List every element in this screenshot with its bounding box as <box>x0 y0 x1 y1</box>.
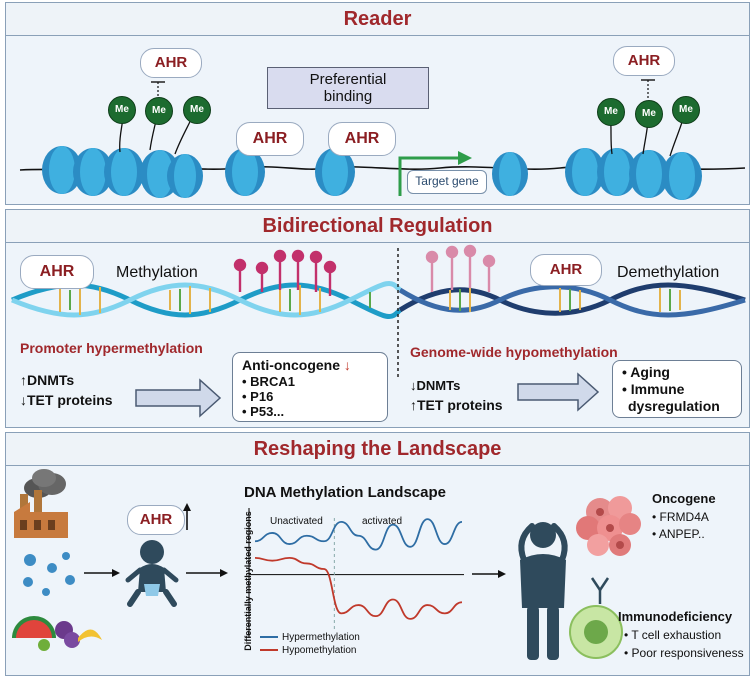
genome-wide-hypomethylation-label: Genome-wide hypomethylation <box>410 344 618 360</box>
me-bead: Me <box>145 97 173 125</box>
target-gene-arrow <box>398 156 460 196</box>
anti-oncogene-label: Anti-oncogene <box>242 357 340 373</box>
oncogene-item: • FRMD4A <box>652 510 709 524</box>
oncogene-item: • ANPEP.. <box>652 527 705 541</box>
dna-helix-left <box>11 281 402 319</box>
outcomes-box <box>612 360 742 418</box>
methyl-pins-right <box>425 244 496 292</box>
dna-helix-right <box>398 282 746 318</box>
down-arrow-icon: ↓ <box>343 357 351 373</box>
baby-icon <box>125 540 179 607</box>
me-bead: Me <box>183 96 211 124</box>
anti-oncogene-box <box>232 352 388 422</box>
block-arrow-left <box>135 378 222 418</box>
left-tet-down: ↓TET proteins <box>20 392 113 408</box>
right-tet-up: ↑TET proteins <box>410 397 503 413</box>
series-line-hypermethylation <box>254 518 463 551</box>
bidirectional-title: Bidirectional Regulation <box>6 210 749 243</box>
series-line-hypomethylation <box>254 557 463 620</box>
me-bead: Me <box>672 96 700 124</box>
anti-oncogene-title: Anti-oncogene ↓ <box>242 357 351 373</box>
demethylation-label: Demethylation <box>617 264 720 281</box>
nucleosome-middle <box>225 148 528 196</box>
legend-item: Hypomethylation <box>260 645 356 656</box>
ahr-label: AHR <box>530 254 602 286</box>
reader-title: Reader <box>6 3 749 36</box>
me-label: Me <box>190 104 204 115</box>
factory-icon <box>14 469 68 538</box>
ahr-label: AHR <box>236 122 304 156</box>
legend-hyper-label: Hypermethylation <box>282 632 360 643</box>
left-dnmts-up: ↑DNMTs <box>20 372 75 388</box>
ahr-label: AHR <box>328 122 396 156</box>
outcome-item: • Immune <box>622 381 685 397</box>
methyl-pins-left <box>233 249 337 296</box>
me-label: Me <box>679 104 693 115</box>
ahr-label: AHR <box>127 505 185 535</box>
worried-person-icon <box>518 522 568 660</box>
nucleosome-cluster-right <box>565 148 702 200</box>
target-gene-label: Target gene <box>415 174 479 188</box>
virus-icon <box>23 552 75 596</box>
me-bead: Me <box>597 98 625 126</box>
right-dnmts-down: ↓DNMTs <box>410 378 461 393</box>
t-cell-icon <box>569 605 623 659</box>
outcome-item: • Aging <box>622 364 670 380</box>
me-bead: Me <box>108 96 136 124</box>
me-label: Me <box>642 108 656 119</box>
me-bead: Me <box>635 100 663 128</box>
gene-item: • P53... <box>242 404 285 419</box>
y-axis-label: Differentially methylated regions <box>242 511 253 651</box>
outcome-item: dysregulation <box>628 398 720 414</box>
me-label: Me <box>604 106 618 117</box>
chart-title: DNA Methylation Landscape <box>244 484 446 501</box>
gene-item: • BRCA1 <box>242 374 295 389</box>
preferential-binding-text: Preferential binding <box>309 71 387 105</box>
ahr-label: AHR <box>613 46 675 76</box>
immunodeficiency-title: Immunodeficiency <box>618 609 733 624</box>
block-arrow-right <box>517 372 600 412</box>
legend-item: Hypermethylation <box>260 632 360 643</box>
oncogene-title: Oncogene <box>652 491 716 506</box>
gene-item: • P16 <box>242 389 274 404</box>
landscape-title: Reshaping the Landscape <box>6 433 749 466</box>
region-label: activated <box>362 516 403 527</box>
immunodeficiency-item: • T cell exhaustion <box>624 628 722 642</box>
promoter-hypermethylation-label: Promoter hypermethylation <box>20 340 203 356</box>
fruits-icon <box>12 616 102 651</box>
preferential-binding-box: Preferential binding <box>267 67 429 109</box>
legend-hypo-label: Hypomethylation <box>282 645 357 656</box>
nucleosome-cluster-left <box>42 146 203 198</box>
target-gene-box: Target gene <box>407 170 487 194</box>
antibody-icon <box>590 577 610 604</box>
immunodeficiency-item: • Poor responsiveness <box>624 646 744 660</box>
ahr-label: AHR <box>140 48 202 78</box>
me-label: Me <box>115 104 129 115</box>
ahr-label: AHR <box>20 255 94 289</box>
methylation-label: Methylation <box>116 264 198 281</box>
me-label: Me <box>152 105 166 116</box>
region-label: Unactivated <box>270 516 323 527</box>
tumor-cells-icon <box>576 496 641 556</box>
